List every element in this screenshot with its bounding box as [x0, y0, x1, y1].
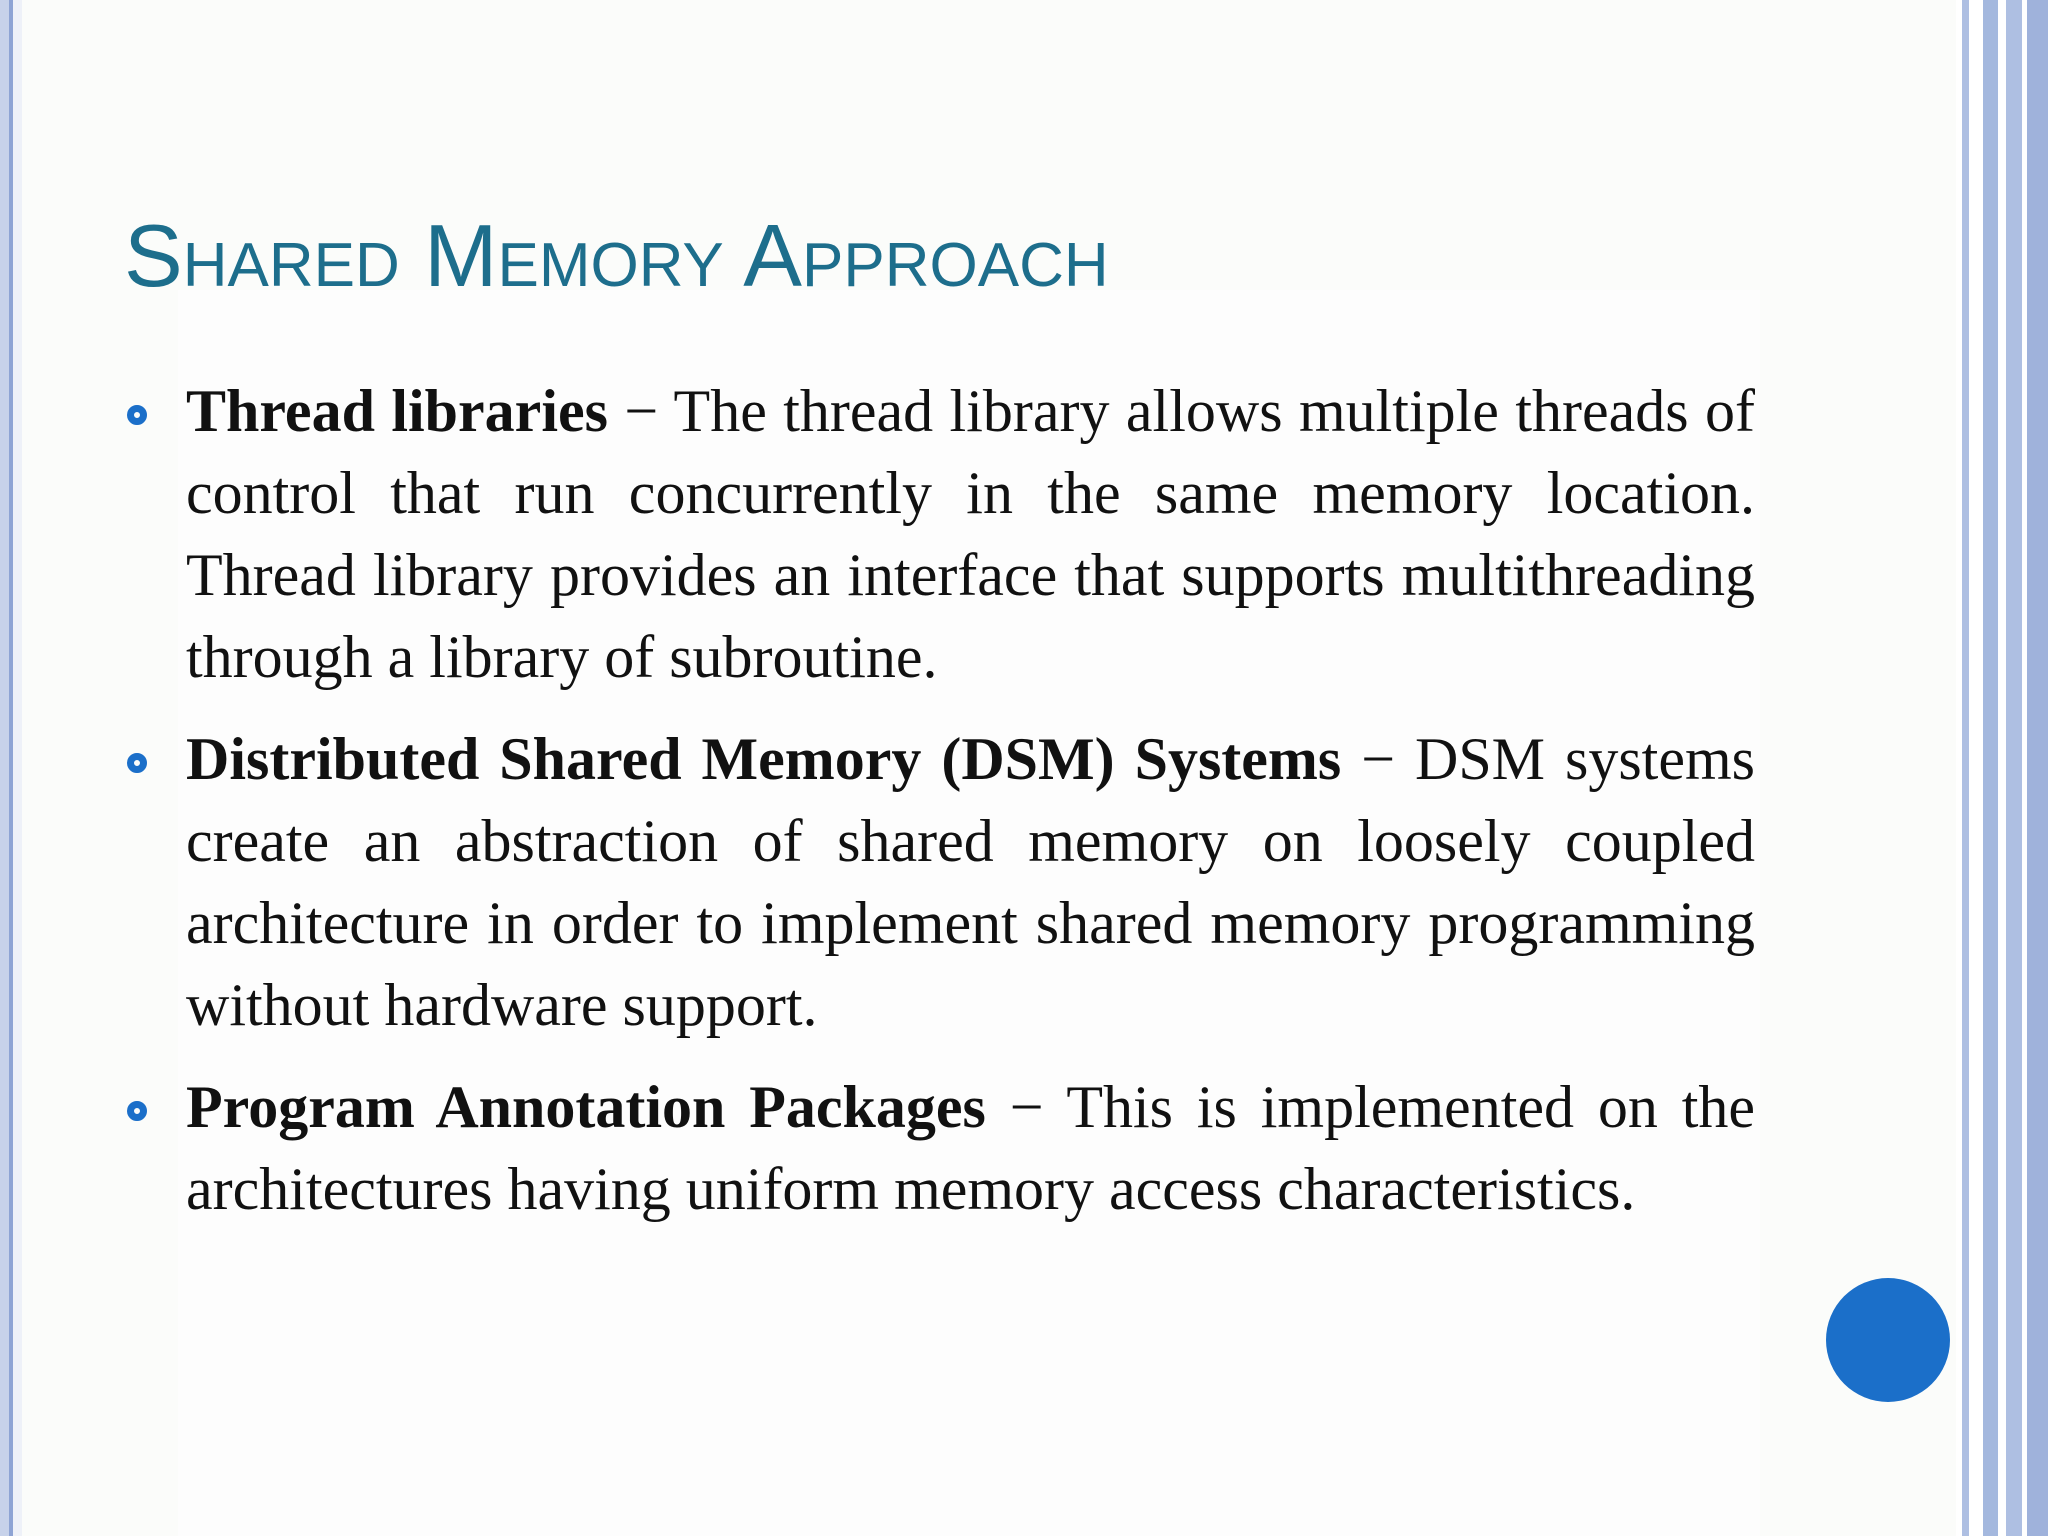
bullet-item-program-annotation-packages: Program Annotation Packages − This is im…	[125, 1066, 1755, 1230]
ring-bullet-icon	[127, 753, 147, 773]
bullet-item-thread-libraries: Thread libraries − The thread library al…	[125, 370, 1755, 698]
bullet-description: The thread library allows multiple threa…	[186, 378, 1755, 690]
bullet-text: Thread libraries − The thread library al…	[186, 370, 1755, 698]
left-border-stripe	[0, 0, 22, 1536]
bullet-list: Thread libraries − The thread library al…	[125, 370, 1755, 1250]
bullet-text: Program Annotation Packages − This is im…	[186, 1066, 1755, 1230]
bullet-term: Program Annotation Packages	[186, 1074, 986, 1140]
bullet-description: DSM systems create an abstraction of sha…	[186, 726, 1755, 1038]
blue-circle-decoration	[1826, 1278, 1950, 1402]
bullet-separator: −	[607, 378, 674, 444]
bullet-term: Distributed Shared Memory (DSM) Systems	[186, 726, 1342, 792]
bullet-item-dsm-systems: Distributed Shared Memory (DSM) Systems …	[125, 718, 1755, 1046]
bullet-term: Thread libraries	[186, 378, 608, 444]
bullet-text: Distributed Shared Memory (DSM) Systems …	[186, 718, 1755, 1046]
content-panel	[178, 290, 1760, 1536]
bullet-description: This is implemented on the architectures…	[186, 1074, 1755, 1222]
ring-bullet-icon	[127, 405, 147, 425]
right-border-stripes	[1956, 0, 2048, 1536]
bullet-separator: −	[985, 1074, 1067, 1140]
slide-title: Shared Memory Approach	[124, 206, 1109, 305]
ring-bullet-icon	[127, 1101, 147, 1121]
bullet-separator: −	[1341, 726, 1415, 792]
